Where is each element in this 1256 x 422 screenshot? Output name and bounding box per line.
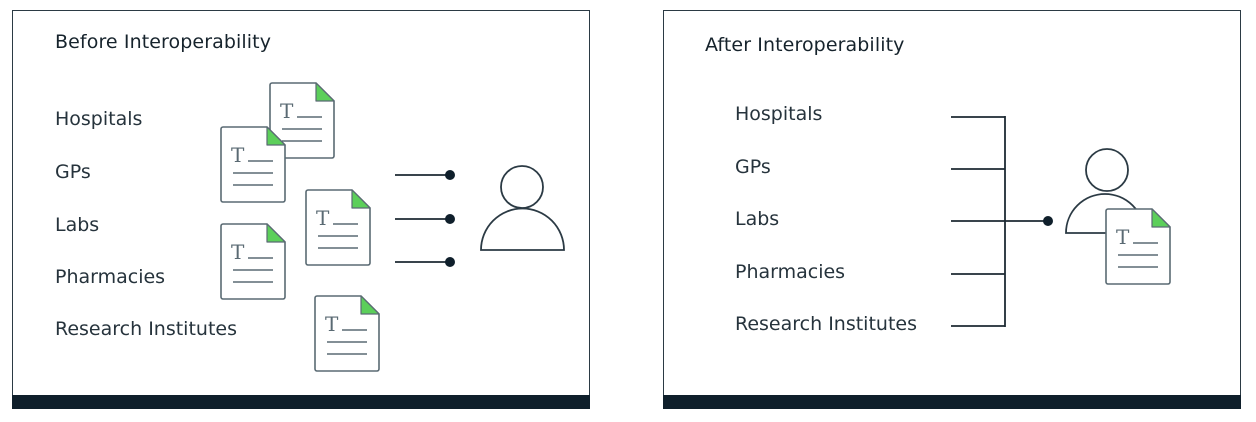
after-source-gps: GPs <box>735 156 771 178</box>
document-icon <box>1105 208 1171 285</box>
after-source-hospitals: Hospitals <box>735 103 823 125</box>
before-source-hospitals: Hospitals <box>55 108 143 130</box>
before-panel: Before Interoperability Hospitals GPs La… <box>12 10 590 409</box>
after-footer-bar <box>663 395 1241 409</box>
after-source-research-institutes: Research Institutes <box>735 313 917 335</box>
after-title: After Interoperability <box>705 34 905 56</box>
before-source-research-institutes: Research Institutes <box>55 318 237 340</box>
before-connectors <box>395 170 455 267</box>
after-panel: After Interoperability Hospitals GPs Lab… <box>663 10 1241 409</box>
document-icon <box>305 189 371 266</box>
before-source-labs: Labs <box>55 214 100 236</box>
person-icon <box>480 165 565 251</box>
document-icon <box>314 295 380 372</box>
after-source-labs: Labs <box>735 208 780 230</box>
document-icon <box>220 223 286 300</box>
before-title: Before Interoperability <box>55 31 272 53</box>
before-footer-bar <box>12 395 590 409</box>
document-icon <box>220 126 286 203</box>
after-source-pharmacies: Pharmacies <box>735 261 846 283</box>
before-source-gps: GPs <box>55 161 91 183</box>
before-source-pharmacies: Pharmacies <box>55 266 166 288</box>
after-connectors <box>951 116 1053 327</box>
